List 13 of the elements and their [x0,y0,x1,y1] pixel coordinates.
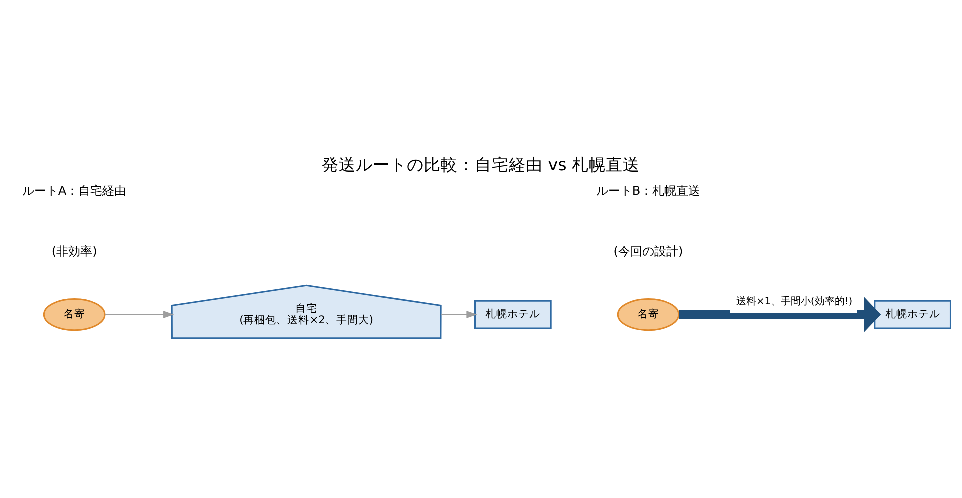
label: (今回の設計) [614,244,684,258]
arrow [105,311,174,319]
diagram-title: 発送ルートの比較：自宅経由 vs 札幌直送 [322,155,640,174]
arrow [441,311,478,319]
node-box: 札幌ホテル [874,300,952,330]
arrow [679,297,882,333]
edge-label: 送料×1、手間小(効率的!) [736,296,853,308]
node-ellipse: 名寄 [617,298,680,332]
node-ellipse: 名寄 [43,298,106,332]
node-box: 札幌ホテル [474,300,552,330]
label: (非効率) [52,244,98,258]
label: ルートA：自宅経由 [22,184,127,198]
label: ルートB：札幌直送 [596,184,701,198]
